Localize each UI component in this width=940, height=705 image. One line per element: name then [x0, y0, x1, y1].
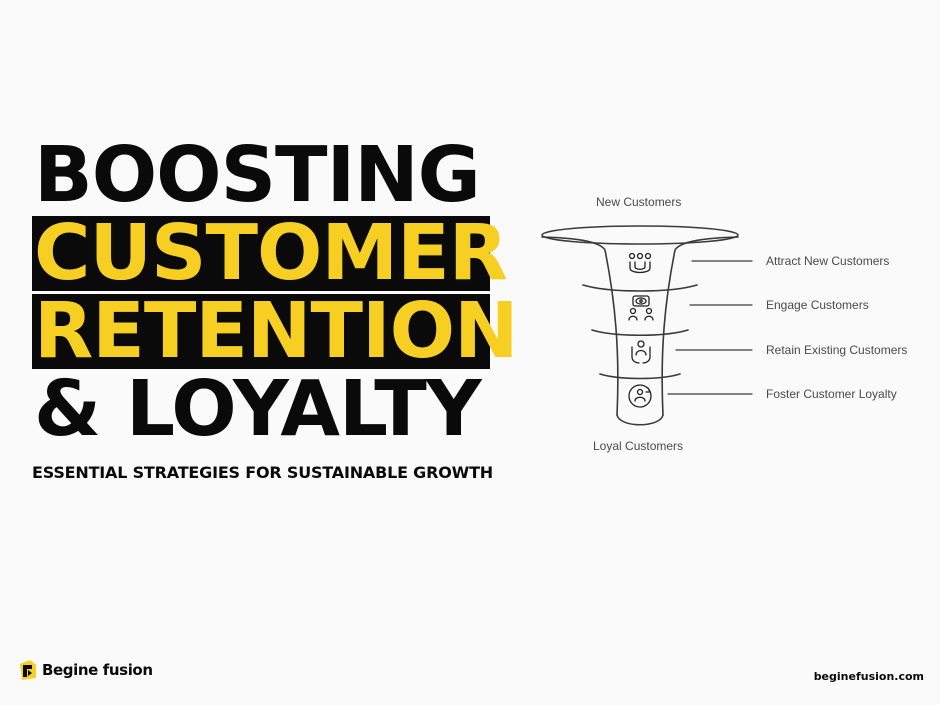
stage-label-attract: Attract New Customers [766, 254, 890, 268]
funnel-diagram: New Customers Loyal Customers Attract Ne… [520, 180, 930, 470]
stage-label-engage: Engage Customers [766, 298, 869, 312]
headline-line-2: CUSTOMER [32, 209, 508, 298]
headline-line-3: RETENTION [32, 287, 519, 376]
subtitle: ESSENTIAL STRATEGIES FOR SUSTAINABLE GRO… [32, 463, 493, 482]
website-link[interactable]: beginefusion.com [813, 670, 924, 683]
funnel-graphic [541, 225, 753, 426]
person-cycle-icon [628, 384, 652, 408]
funnel-top-rim [541, 225, 739, 245]
funnel-top-label: New Customers [596, 195, 682, 209]
funnel-divider-2 [591, 329, 689, 337]
headline: BOOSTING CUSTOMER RETENTION & LOYALTY [32, 131, 519, 454]
funnel-divider-3 [599, 373, 681, 380]
stage-label-foster: Foster Customer Loyalty [766, 387, 897, 401]
magnet-people-icon [628, 252, 652, 274]
stage-label-retain: Retain Existing Customers [766, 343, 908, 357]
funnel-divider-1 [582, 284, 698, 292]
eye-people-icon [628, 295, 654, 321]
headline-line-4: & LOYALTY [34, 365, 482, 454]
funnel-bottom [616, 414, 664, 426]
headline-line-1: BOOSTING [34, 131, 481, 220]
funnel-right-edge [661, 236, 739, 416]
funnel-bottom-label: Loyal Customers [593, 439, 684, 453]
person-hands-icon [631, 340, 651, 364]
brand-name: Begine fusion [42, 661, 153, 679]
brand-logo-icon [20, 660, 36, 680]
brand-logo[interactable]: Begine fusion [18, 660, 153, 680]
funnel-left-edge [541, 236, 619, 416]
